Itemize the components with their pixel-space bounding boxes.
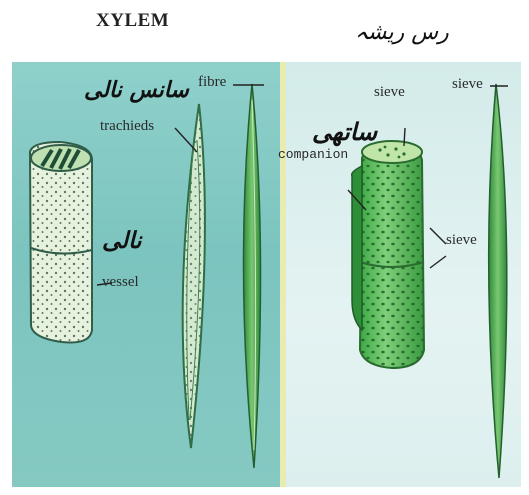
sieve-label-mid: sieve: [446, 232, 477, 249]
companion-label: companion: [278, 147, 348, 162]
vessel-element: [30, 142, 92, 343]
vessel-label: vessel: [102, 274, 139, 291]
sieve-label-right: sieve: [452, 76, 483, 93]
sieve-tube-element: [360, 141, 424, 368]
phloem-fibre-cell: [489, 84, 507, 478]
sieve-label-top: sieve: [374, 84, 405, 101]
trachieds-label-urdu: سانس نالی: [84, 78, 189, 103]
companion-cell: [352, 166, 362, 330]
tracheid-cell: [183, 104, 205, 448]
leader-lines: [97, 85, 508, 285]
fibre-cell: [243, 84, 260, 468]
trachieds-label: trachieds: [100, 118, 154, 135]
fibre-label: fibre: [198, 74, 226, 91]
companion-label-urdu: ساتھی: [312, 118, 377, 146]
vessel-label-urdu: نالی: [102, 228, 142, 254]
